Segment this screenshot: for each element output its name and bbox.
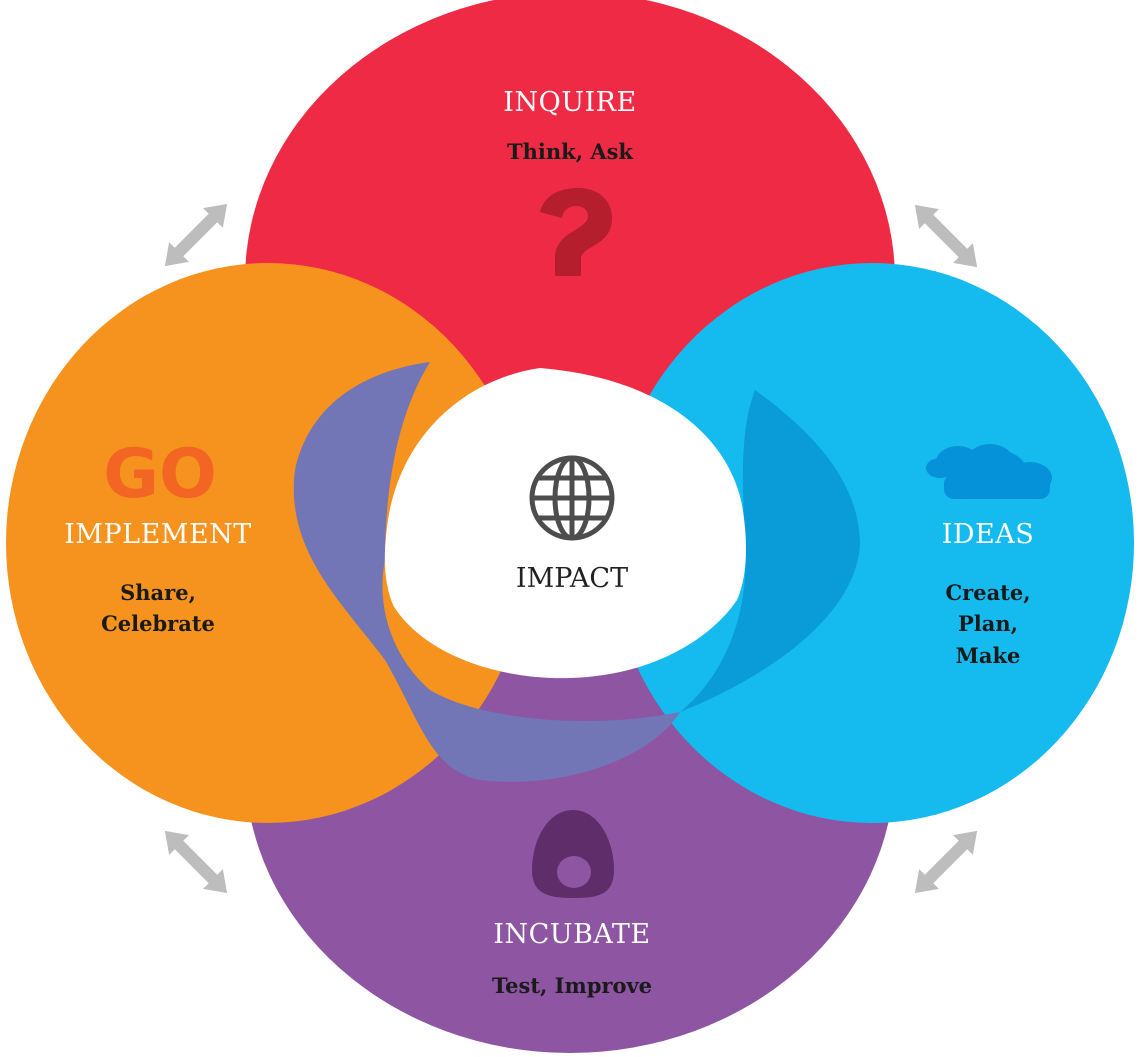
cloud-icon — [926, 444, 1052, 499]
inquire-title: INQUIRE — [503, 87, 636, 118]
incubate-title: INCUBATE — [493, 919, 650, 950]
implement-title: IMPLEMENT — [64, 519, 252, 550]
ideas-title: IDEAS — [942, 519, 1035, 550]
globe-icon — [529, 455, 615, 541]
ideas-subtitle-line: Make — [956, 643, 1021, 668]
double-arrow-icon — [164, 203, 228, 267]
question-mark-icon — [540, 188, 612, 276]
double-arrow-icon — [914, 830, 978, 894]
egg-icon — [532, 810, 614, 898]
incubate-subtitle: Test, Improve — [492, 973, 652, 998]
go-badge: GO — [103, 435, 217, 514]
inquire-subtitle: Think, Ask — [507, 139, 633, 164]
ideas-subtitle-line: Create, — [945, 580, 1030, 605]
incubate-implement-overlap — [293, 362, 680, 782]
implement-subtitle-line: Celebrate — [101, 611, 215, 636]
ideas-subtitle-line: Plan, — [958, 611, 1018, 636]
implement-subtitle-line: Share, — [120, 580, 196, 605]
double-arrow-icon — [914, 204, 978, 268]
double-arrow-icon — [164, 830, 228, 894]
incubate-ideas-overlap — [680, 390, 860, 712]
impact-title: IMPACT — [516, 563, 628, 594]
impact-center — [384, 368, 747, 679]
